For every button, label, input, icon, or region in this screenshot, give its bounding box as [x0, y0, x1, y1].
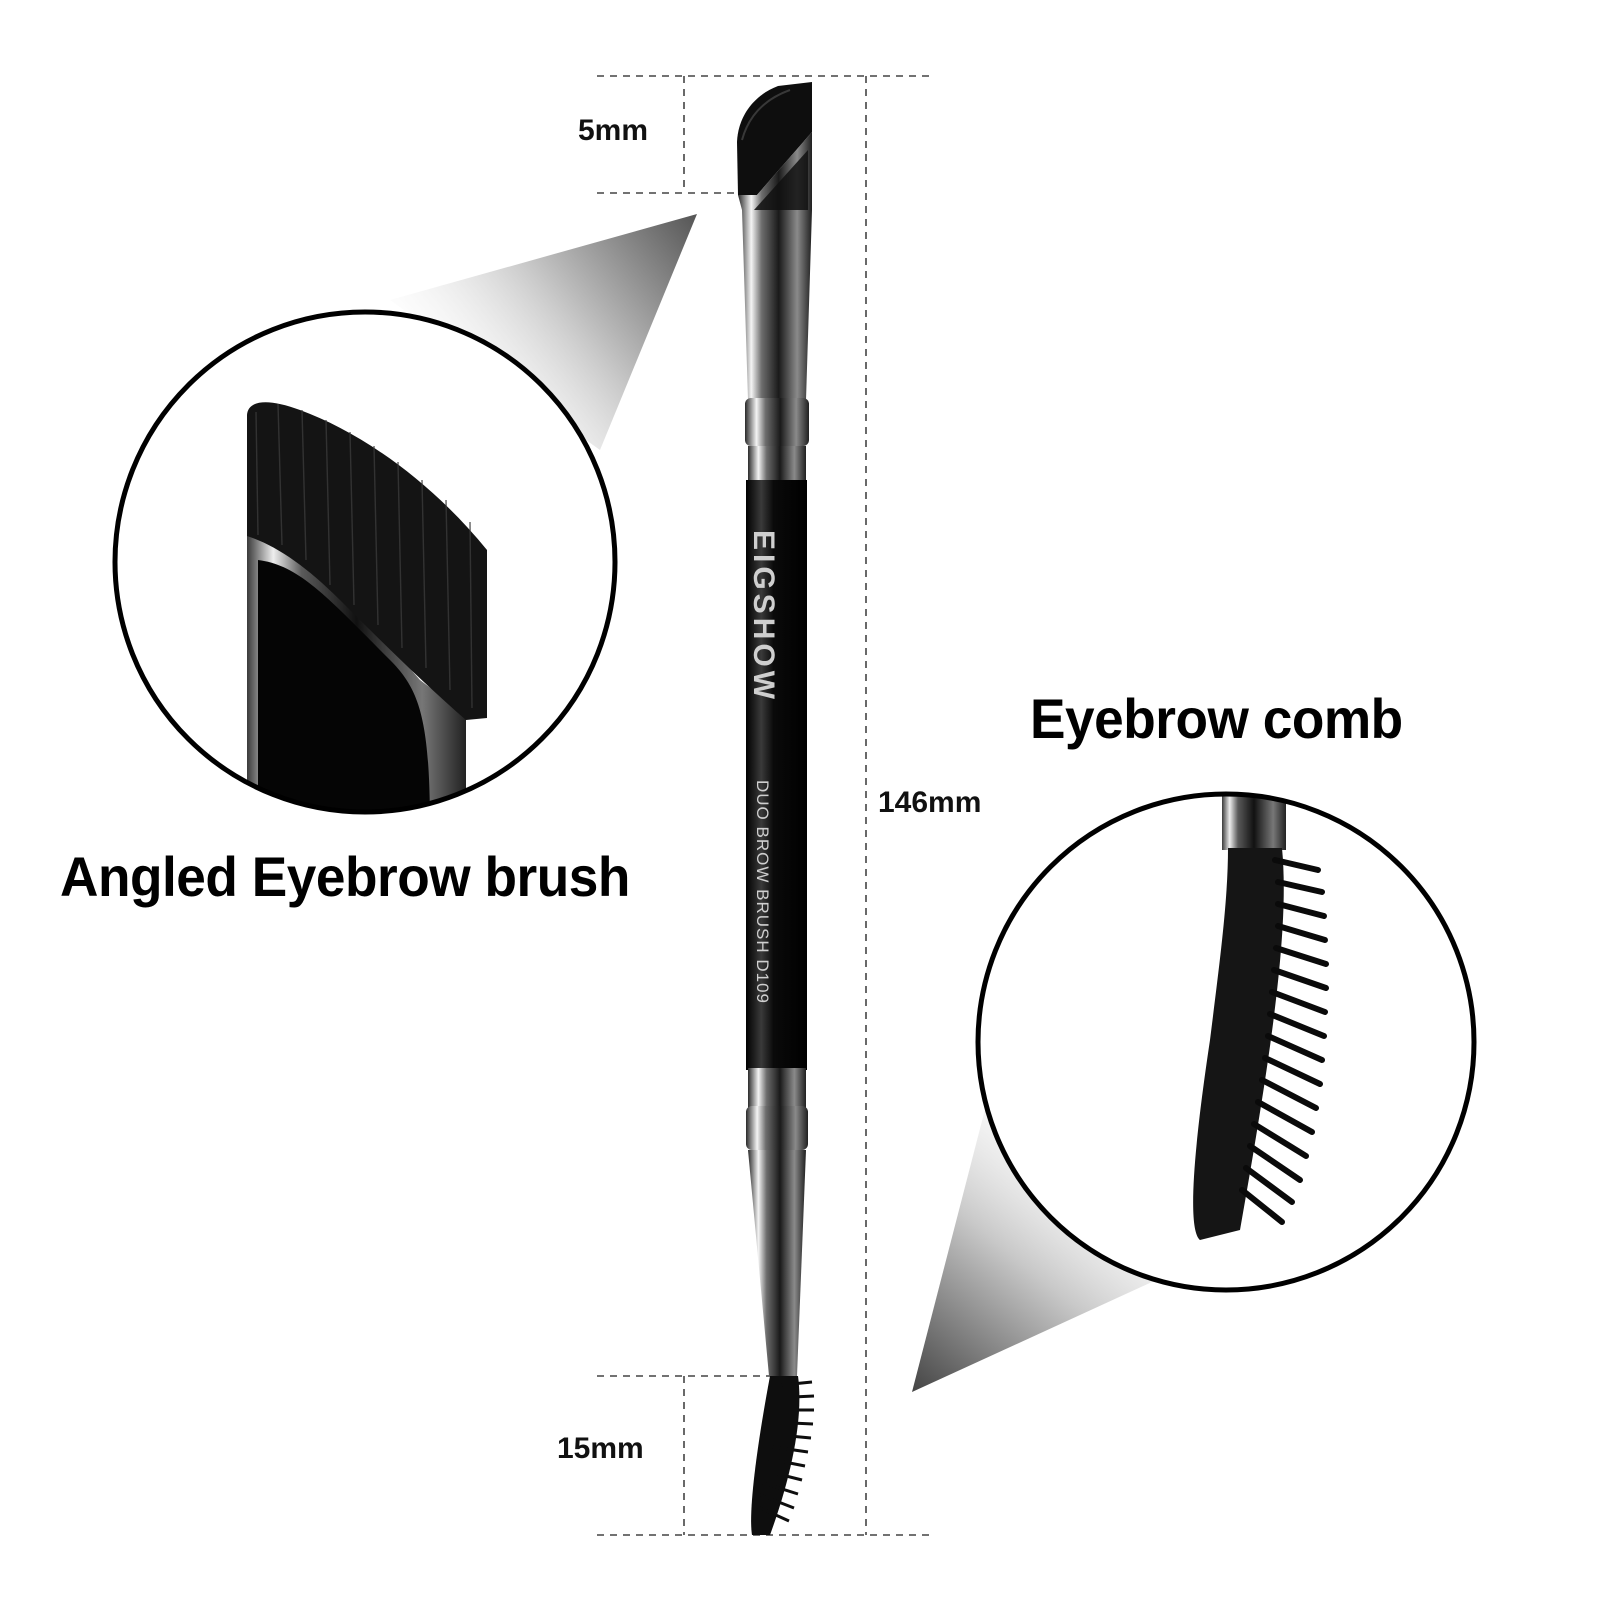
- total-length-label: 146mm: [878, 786, 982, 819]
- zoom-cone-bottom: [912, 1090, 1200, 1392]
- angled-brush-zoom: [112, 309, 618, 815]
- comb-length-label: 15mm: [557, 1432, 644, 1465]
- comb-zoom: [975, 791, 1477, 1293]
- zoom-cone-top: [390, 214, 697, 450]
- zoom-circle-left: [112, 309, 618, 815]
- crimp-ring-bottom: [748, 1068, 806, 1108]
- model-text: DUO BROW BRUSH D109: [753, 780, 772, 1004]
- crimp-ring-top: [745, 398, 809, 446]
- angled-brush-tip: [737, 82, 812, 195]
- angled-brush-caption: Angled Eyebrow brush: [60, 845, 630, 908]
- tip-length-label: 5mm: [578, 114, 649, 147]
- handle-print: EIGSHOW DUO BROW BRUSH D109: [747, 530, 780, 1004]
- comb-caption: Eyebrow comb: [1030, 687, 1403, 750]
- bottom-ferrule: [748, 1150, 806, 1376]
- spoolie-comb: [751, 1376, 815, 1535]
- handle: [746, 480, 807, 1070]
- dimension-lines: [597, 75, 932, 1536]
- zoom-circle-right: [975, 791, 1477, 1293]
- brand-text: EIGSHOW: [747, 530, 780, 703]
